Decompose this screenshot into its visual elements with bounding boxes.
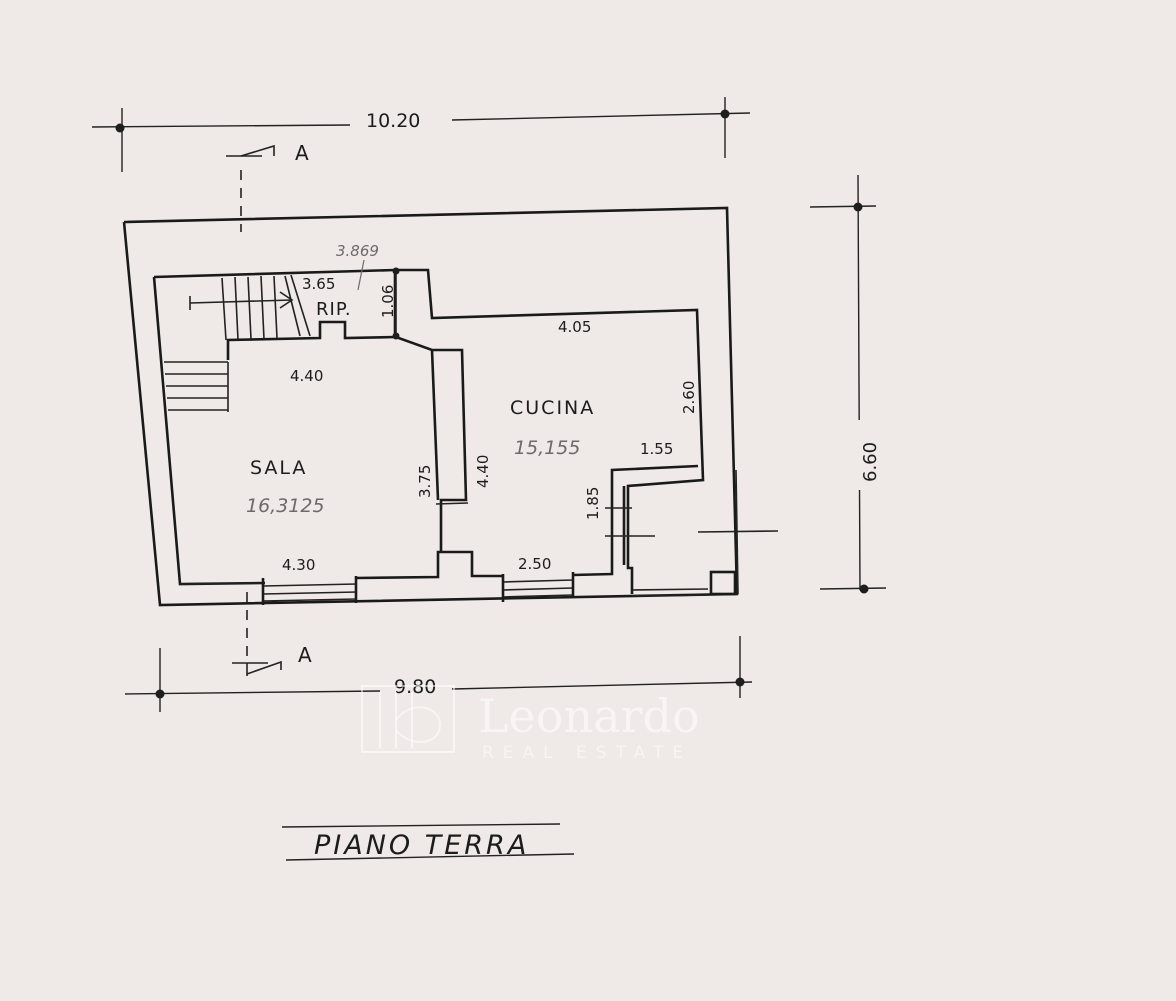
dim-stair-width: 3.65: [302, 275, 335, 293]
outer-wall: [122, 206, 739, 607]
dim-cucina-step: 1.55: [640, 440, 673, 458]
room-sala-area: 16,3125: [246, 495, 325, 517]
dim-sala-bottom: 4.30: [282, 556, 315, 574]
dim-cucina-top: 4.05: [558, 318, 591, 336]
dim-sala-side: 3.75: [416, 465, 434, 498]
plan-title-block: PIANO TERRA: [281, 823, 575, 861]
watermark-logo-icon: [361, 685, 455, 753]
staircase: [164, 274, 311, 412]
room-cucina-area: 15,155: [514, 437, 580, 459]
interior-dimensions: 3.65 3.869 1.06 4.40 4.30 3.75 4.40 4.05…: [282, 242, 698, 574]
room-labels: RIP. SALA 16,3125 CUCINA 15,155: [246, 299, 595, 517]
dim-right-total: 6.60: [860, 442, 881, 482]
room-rip-label: RIP.: [316, 299, 352, 320]
inner-walls: [152, 268, 779, 605]
dim-stair-width-handwritten: 3.869: [336, 242, 379, 260]
section-mark-top: A: [226, 141, 309, 232]
right-dimension: 6.60: [809, 174, 887, 594]
section-mark-top-label: A: [295, 141, 309, 165]
watermark: Leonardo REAL ESTATE: [361, 685, 700, 763]
dim-cucina-side: 4.40: [474, 455, 492, 488]
dim-sala-top: 4.40: [290, 367, 323, 385]
watermark-brand: Leonardo: [478, 689, 700, 743]
section-mark-bottom-label: A: [298, 643, 312, 667]
dim-rip-height: 1.06: [379, 285, 397, 318]
dim-top-total: 10.20: [366, 110, 420, 132]
section-mark-bottom: A: [232, 592, 312, 676]
bottom-dimension: 9.80: [124, 636, 753, 712]
room-sala-label: SALA: [250, 457, 307, 479]
watermark-tagline: REAL ESTATE: [482, 743, 692, 763]
dim-cucina-lower: 1.85: [584, 487, 602, 520]
room-cucina-label: CUCINA: [510, 397, 595, 419]
dim-cucina-right: 2.60: [680, 381, 698, 414]
plan-title: PIANO TERRA: [314, 830, 529, 861]
dim-cucina-window: 2.50: [518, 555, 551, 573]
top-dimension: 10.20: [91, 97, 751, 172]
